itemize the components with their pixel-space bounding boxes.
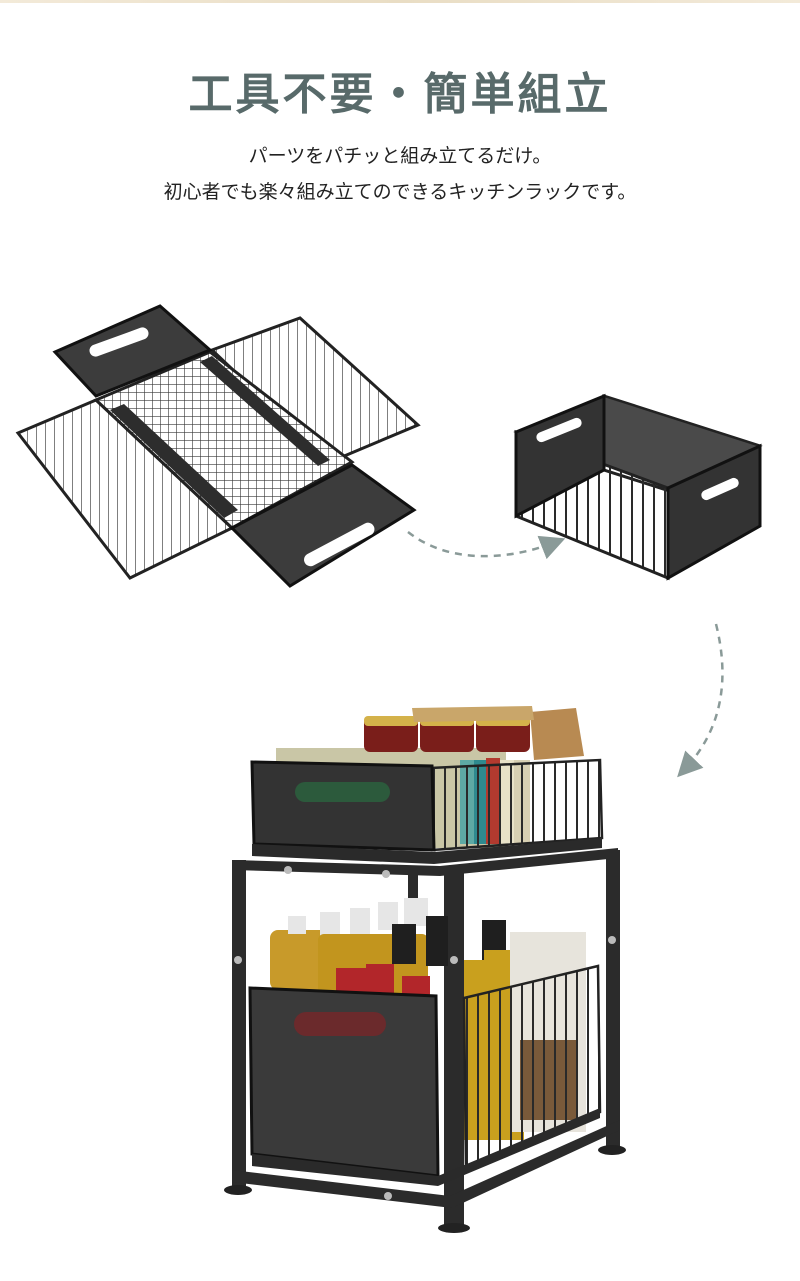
top-decorative-rule xyxy=(0,0,800,3)
flat-parts-image xyxy=(15,304,421,588)
subtext-block: パーツをパチッと組み立てるだけ。 初心者でも楽々組み立てのできるキッチンラックで… xyxy=(0,138,800,210)
subtext-line-2: 初心者でも楽々組み立てのできるキッチンラックです。 xyxy=(163,181,637,203)
rack-image xyxy=(224,706,626,1233)
subtext-line-1: パーツをパチッと組み立てるだけ。 xyxy=(248,145,552,167)
headline: 工具不要・簡単組立 xyxy=(188,69,612,120)
assembled-basket-image xyxy=(513,393,763,581)
arrow-to-basket xyxy=(407,531,566,560)
arrow-to-rack xyxy=(677,623,724,778)
